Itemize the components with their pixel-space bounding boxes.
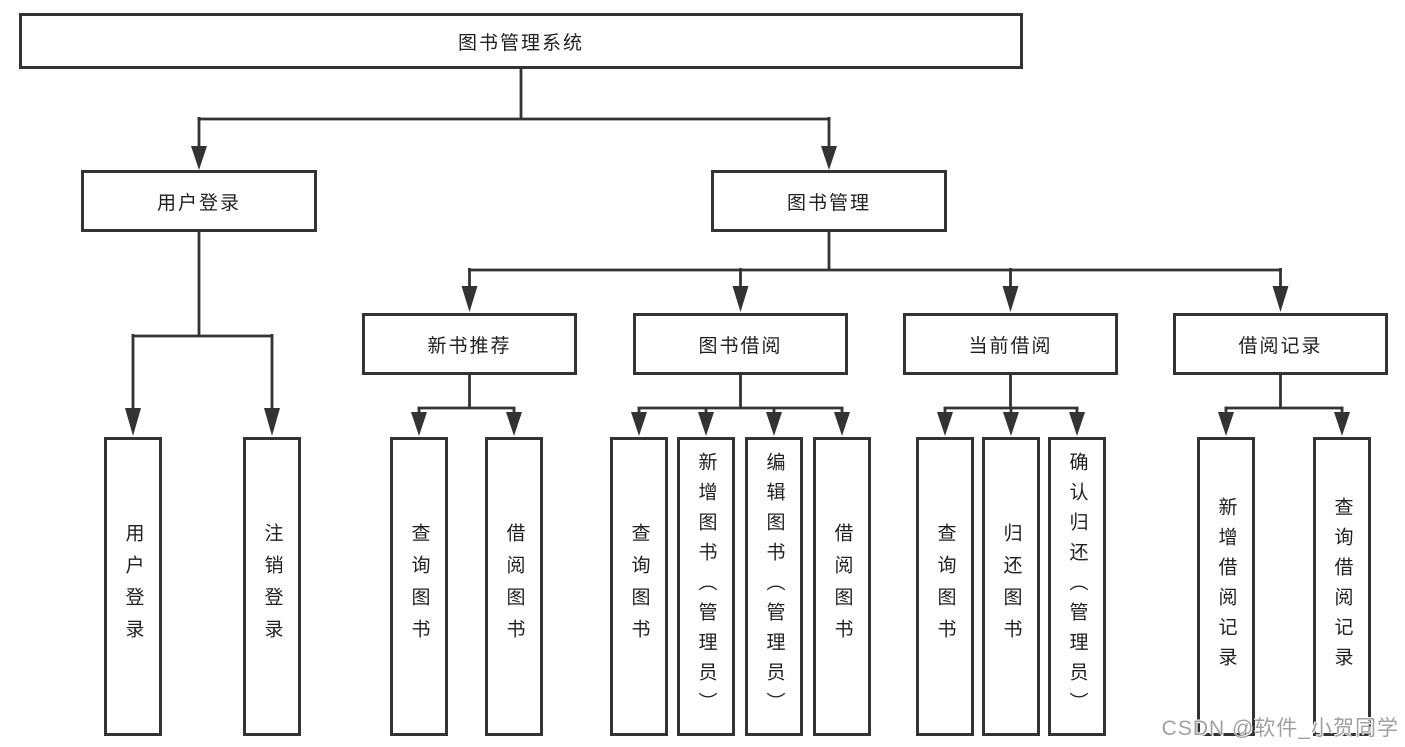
node-label: 图书管理系统 bbox=[457, 32, 584, 54]
node-borrowing-records: 借阅记录 bbox=[1173, 313, 1388, 375]
node-label: 编辑图书（管理员） bbox=[763, 451, 785, 722]
node-new-book-recommendation: 新书推荐 bbox=[362, 313, 577, 375]
node-query-books-2: 查询图书 bbox=[610, 437, 668, 736]
node-logout-leaf: 注销登录 bbox=[243, 437, 301, 736]
csdn-watermark: CSDN @软件_小贺同学 bbox=[1161, 717, 1399, 740]
node-label: 用户登录 bbox=[122, 522, 144, 651]
node-user-login-leaf: 用户登录 bbox=[104, 437, 162, 736]
node-label: 查询图书 bbox=[628, 522, 650, 651]
node-label: 新增借阅记录 bbox=[1215, 496, 1237, 677]
node-edit-books-admin: 编辑图书（管理员） bbox=[745, 437, 803, 736]
node-book-management-module: 图书管理 bbox=[711, 170, 947, 232]
node-user-login-module: 用户登录 bbox=[81, 170, 317, 232]
node-label: 注销登录 bbox=[261, 522, 283, 651]
node-current-borrowing: 当前借阅 bbox=[903, 313, 1118, 375]
node-label: 确认归还（管理员） bbox=[1066, 451, 1088, 722]
node-label: 新增图书（管理员） bbox=[695, 451, 717, 722]
node-query-borrow-record: 查询借阅记录 bbox=[1313, 437, 1371, 736]
node-label: 查询借阅记录 bbox=[1331, 496, 1353, 677]
node-label: 新书推荐 bbox=[427, 335, 512, 357]
node-library-system: 图书管理系统 bbox=[19, 13, 1023, 69]
node-label: 查询图书 bbox=[934, 522, 956, 651]
node-add-books-admin: 新增图书（管理员） bbox=[677, 437, 735, 736]
node-label: 借阅图书 bbox=[831, 522, 853, 651]
node-label: 查询图书 bbox=[408, 522, 430, 651]
node-label: 图书管理 bbox=[786, 192, 871, 214]
node-label: 当前借阅 bbox=[968, 335, 1053, 357]
node-add-borrow-record: 新增借阅记录 bbox=[1197, 437, 1255, 736]
node-label: 归还图书 bbox=[1000, 522, 1022, 651]
node-label: 图书借阅 bbox=[698, 335, 783, 357]
node-query-books-3: 查询图书 bbox=[916, 437, 974, 736]
node-label: 用户登录 bbox=[156, 192, 241, 214]
node-return-books: 归还图书 bbox=[982, 437, 1040, 736]
node-label: 借阅记录 bbox=[1238, 335, 1323, 357]
node-book-borrowing: 图书借阅 bbox=[633, 313, 848, 375]
node-query-books-1: 查询图书 bbox=[390, 437, 448, 736]
node-label: 借阅图书 bbox=[503, 522, 525, 651]
node-confirm-return-admin: 确认归还（管理员） bbox=[1048, 437, 1106, 736]
node-borrow-books-2: 借阅图书 bbox=[813, 437, 871, 736]
node-borrow-books-1: 借阅图书 bbox=[485, 437, 543, 736]
